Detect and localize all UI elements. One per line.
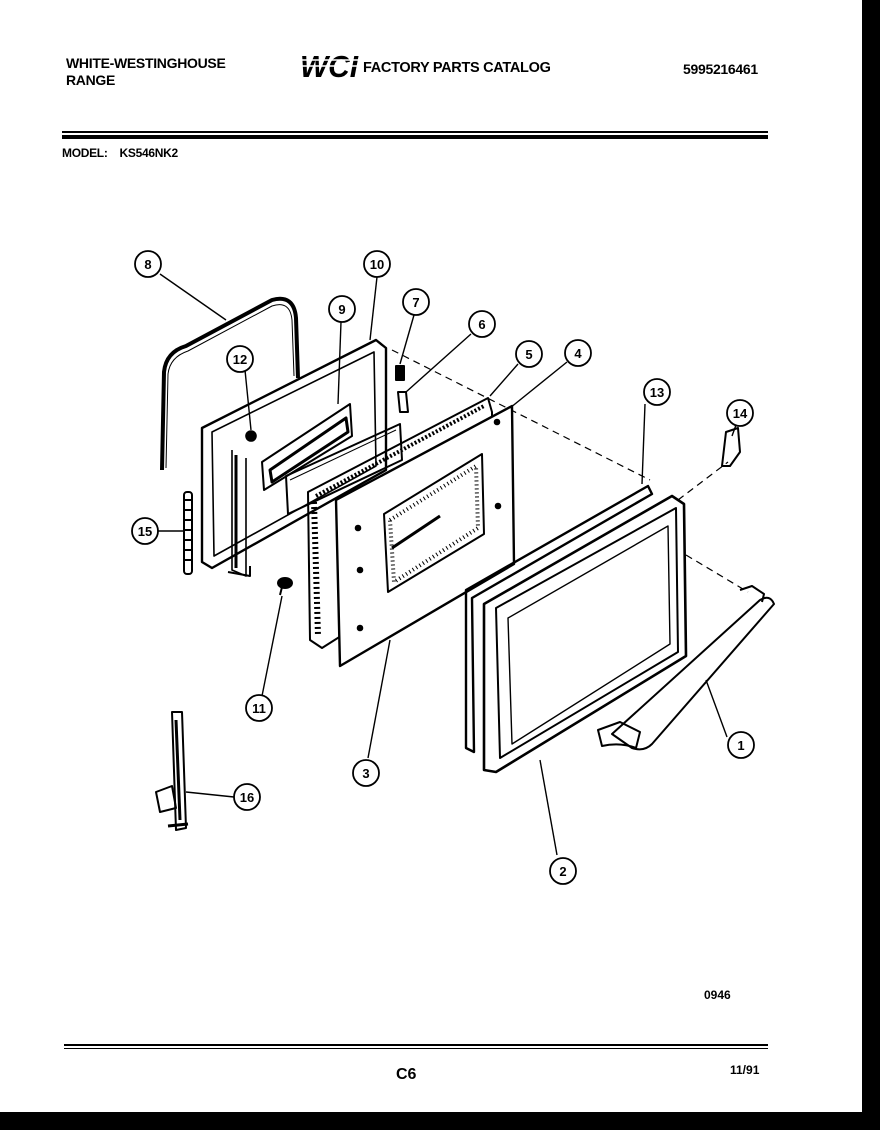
callout-3-label: 3 [362, 766, 369, 781]
door-screw-part [277, 577, 293, 596]
callout-14-label: 14 [733, 406, 748, 421]
footer-rule [64, 1044, 768, 1046]
inner-window-part [261, 403, 353, 491]
frame-trim-part [464, 484, 654, 754]
handle-bracket-part [721, 427, 741, 467]
door-hinge-part [155, 711, 189, 831]
brand-block: WHITE-WESTINGHOUSE RANGE [66, 55, 226, 89]
wci-logo: WCI [298, 50, 360, 80]
spring-part [183, 491, 193, 575]
callout-14: 14 [726, 399, 754, 427]
model-number: KS546NK2 [119, 146, 179, 160]
leader-lines [158, 273, 737, 856]
clip-part [395, 365, 409, 413]
callout-13: 13 [643, 378, 671, 406]
parts-catalog-sheet: WHITE-WESTINGHOUSE RANGE WCI FACTORY PAR… [0, 0, 862, 1112]
callout-2: 2 [549, 857, 577, 885]
callout-4: 4 [564, 339, 592, 367]
door-handle-part [597, 585, 775, 751]
revision-date: 11/91 [730, 1063, 760, 1077]
callout-10-label: 10 [370, 257, 384, 272]
callout-7-label: 7 [412, 295, 419, 310]
callout-12: 12 [226, 345, 254, 373]
callout-2-label: 2 [559, 864, 566, 879]
catalog-title: FACTORY PARTS CATALOG [363, 60, 551, 76]
callout-11-label: 11 [252, 701, 266, 716]
page-number: C6 [396, 1066, 417, 1083]
header-rule-thin [62, 131, 768, 133]
callout-8: 8 [134, 250, 162, 278]
model-label: MODEL: [62, 146, 108, 160]
callout-5-label: 5 [525, 347, 532, 362]
footer-rule-thin [64, 1048, 768, 1049]
callout-12-label: 12 [233, 352, 247, 367]
callout-1-label: 1 [737, 738, 744, 753]
exploded-parts-diagram: 1 2 3 4 5 6 7 8 9 10 11 12 13 14 15 16 [131, 250, 775, 885]
callout-3: 3 [352, 759, 380, 787]
callout-8-label: 8 [144, 257, 151, 272]
callout-11: 11 [245, 694, 273, 722]
outer-door-panel-part [334, 404, 516, 668]
brand-name: WHITE-WESTINGHOUSE [66, 55, 226, 71]
callout-10: 10 [363, 250, 391, 278]
figure-number: 0946 [704, 988, 731, 1002]
catalog-number: 5995216461 [683, 61, 758, 77]
screw-part [245, 430, 257, 442]
svg-text:WCI: WCI [300, 50, 359, 80]
callout-13-label: 13 [650, 385, 664, 400]
door-gasket-inner [165, 304, 295, 469]
callout-9: 9 [328, 295, 356, 323]
door-gasket-part [160, 296, 300, 471]
inner-door-liner-part [200, 338, 388, 577]
callout-9-label: 9 [338, 302, 345, 317]
model-line: MODEL: KS546NK2 [62, 145, 190, 162]
callout-6: 6 [468, 310, 496, 338]
callout-16: 16 [233, 783, 261, 811]
callout-labels: 1 2 3 4 5 6 7 8 9 10 11 12 13 14 15 16 [131, 250, 755, 885]
assembly-lines [391, 349, 749, 593]
callout-1: 1 [727, 731, 755, 759]
callout-15-label: 15 [138, 524, 152, 539]
glass-pane [285, 423, 403, 515]
callout-15: 15 [131, 517, 159, 545]
callout-4-label: 4 [574, 346, 582, 361]
callout-7: 7 [402, 288, 430, 316]
product-type: RANGE [66, 72, 116, 88]
header-rule-thick [62, 135, 768, 139]
callout-6-label: 6 [478, 317, 485, 332]
callout-5: 5 [515, 340, 543, 368]
outer-door-frame-part [482, 494, 688, 774]
callout-16-label: 16 [240, 790, 254, 805]
